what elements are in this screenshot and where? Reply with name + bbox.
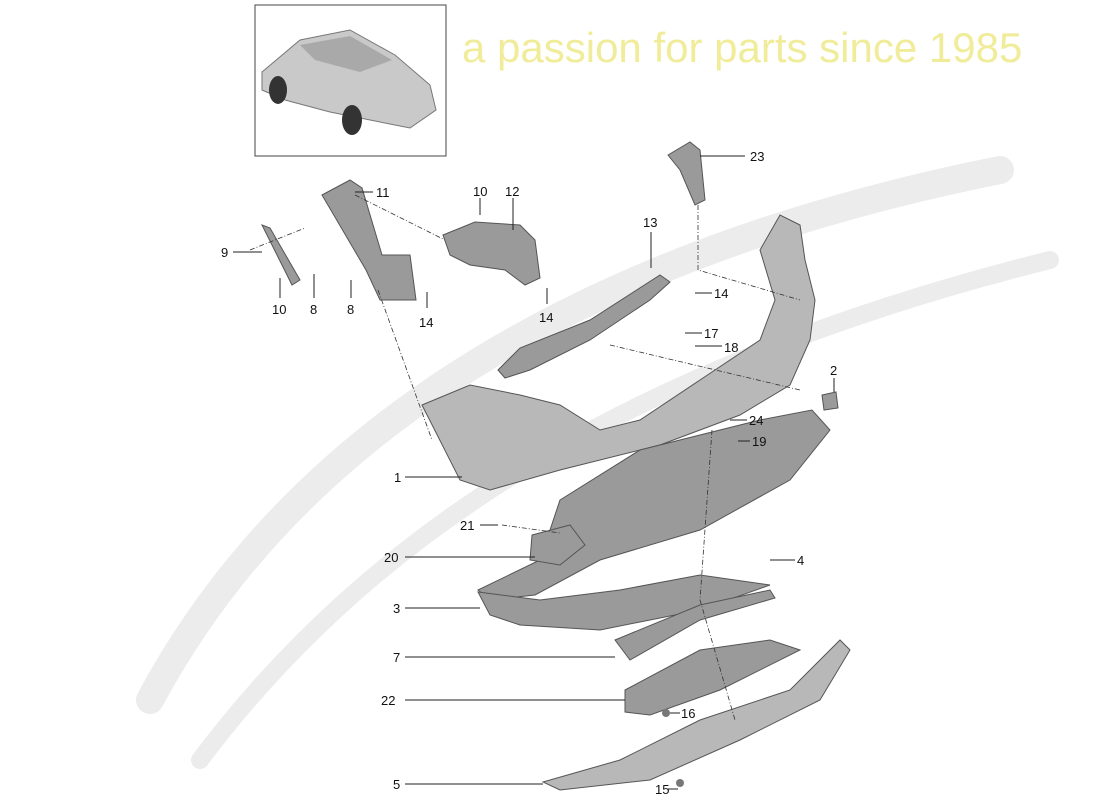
callout-10[interactable]: 10 <box>473 184 487 215</box>
svg-text:12: 12 <box>505 184 519 199</box>
svg-text:20: 20 <box>384 550 398 565</box>
assembly-lines <box>249 194 801 721</box>
svg-text:1: 1 <box>394 470 401 485</box>
callout-24[interactable]: 24 <box>730 413 763 428</box>
part-23-trim <box>667 141 706 206</box>
callout-14[interactable]: 14 <box>695 286 728 301</box>
callout-5[interactable]: 5 <box>393 777 543 792</box>
part-2-cap <box>821 391 839 411</box>
svg-text:10: 10 <box>272 302 286 317</box>
svg-text:17: 17 <box>704 326 718 341</box>
callout-15[interactable]: 15 <box>655 779 684 797</box>
part-7-strip <box>614 589 776 661</box>
svg-text:19: 19 <box>752 434 766 449</box>
part-12-bracket <box>442 221 541 286</box>
svg-text:5: 5 <box>393 777 400 792</box>
svg-text:2: 2 <box>830 363 837 378</box>
callout-23[interactable]: 23 <box>700 149 764 164</box>
part-11-bracket <box>321 179 417 301</box>
callout-8[interactable]: 8 <box>347 280 354 317</box>
svg-text:14: 14 <box>714 286 728 301</box>
part-9-bracket <box>260 224 301 286</box>
callout-10[interactable]: 10 <box>272 278 286 317</box>
svg-text:23: 23 <box>750 149 764 164</box>
callout-8[interactable]: 8 <box>310 274 317 317</box>
watermark-tagline: a passion for parts since 1985 <box>462 24 1022 71</box>
svg-text:14: 14 <box>419 315 433 330</box>
svg-text:8: 8 <box>347 302 354 317</box>
callout-16[interactable]: 16 <box>662 706 695 721</box>
callout-14[interactable]: 14 <box>419 292 433 330</box>
vehicle-thumbnail[interactable] <box>254 4 447 157</box>
parts <box>260 141 851 791</box>
callout-13[interactable]: 13 <box>643 215 657 268</box>
callout-11[interactable]: 11 <box>355 185 390 200</box>
watermark: a passion for parts since 1985 <box>136 24 1059 769</box>
svg-text:24: 24 <box>749 413 763 428</box>
callout-18[interactable]: 18 <box>695 340 738 355</box>
part-13-carrier <box>497 274 671 379</box>
svg-text:8: 8 <box>310 302 317 317</box>
svg-text:4: 4 <box>797 553 804 568</box>
callout-19[interactable]: 19 <box>738 434 766 449</box>
svg-text:9: 9 <box>221 245 228 260</box>
callout-20[interactable]: 20 <box>384 550 535 565</box>
svg-text:7: 7 <box>393 650 400 665</box>
svg-text:21: 21 <box>460 518 474 533</box>
svg-text:13: 13 <box>643 215 657 230</box>
part-20-bracket <box>529 524 586 566</box>
callout-9[interactable]: 9 <box>221 245 262 260</box>
callout-1[interactable]: 1 <box>394 470 462 485</box>
svg-text:15: 15 <box>655 782 669 797</box>
watermark-logo-swoosh <box>136 156 1014 714</box>
callout-22[interactable]: 22 <box>381 693 625 708</box>
svg-text:18: 18 <box>724 340 738 355</box>
svg-text:16: 16 <box>681 706 695 721</box>
callout-7[interactable]: 7 <box>393 650 615 665</box>
callout-21[interactable]: 21 <box>460 518 498 533</box>
callout-4[interactable]: 4 <box>770 553 804 568</box>
svg-text:3: 3 <box>393 601 400 616</box>
part-5-lower-panel <box>541 639 851 791</box>
callout-2[interactable]: 2 <box>830 363 837 392</box>
callout-14[interactable]: 14 <box>539 288 553 325</box>
part-1-bumper-cover <box>421 214 816 491</box>
part-22-panel <box>624 639 802 716</box>
callout-17[interactable]: 17 <box>685 326 718 341</box>
svg-text:11: 11 <box>376 185 390 200</box>
callout-12[interactable]: 12 <box>505 184 519 230</box>
callouts: 23 11 10 12 9 10 8 8 14 14 13 14 17 18 2… <box>221 149 837 797</box>
svg-text:10: 10 <box>473 184 487 199</box>
svg-text:14: 14 <box>539 310 553 325</box>
svg-text:22: 22 <box>381 693 395 708</box>
callout-3[interactable]: 3 <box>393 601 480 616</box>
